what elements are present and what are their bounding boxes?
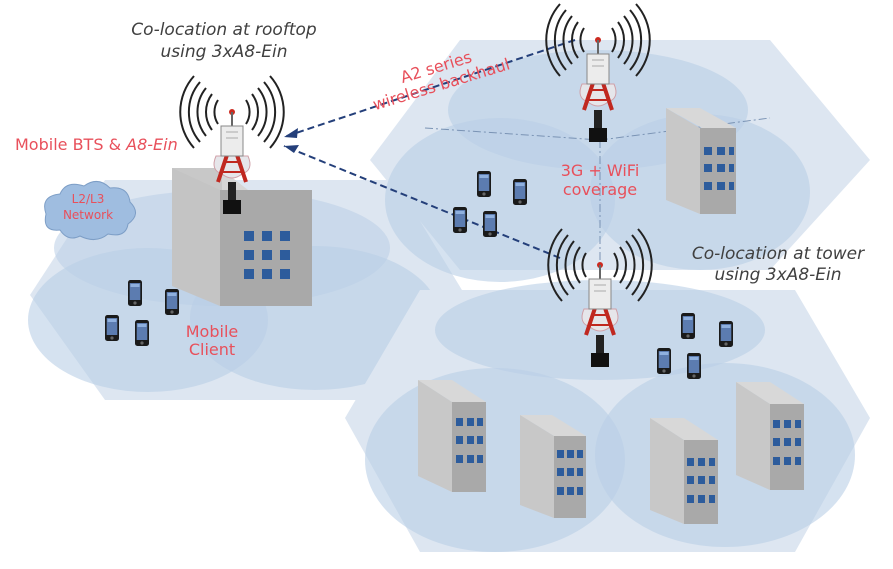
- phone-icon: [453, 207, 467, 233]
- bts-label-prefix: Mobile BTS &: [15, 135, 126, 154]
- bts-label-model: A8-Ein: [125, 135, 178, 154]
- cloud-icon: [44, 181, 136, 240]
- backhaul-link-bottom: [283, 145, 561, 259]
- phone-icon: [477, 171, 491, 197]
- phone-icon: [483, 211, 497, 237]
- phone-icon: [165, 289, 179, 315]
- building-icon: [650, 418, 718, 524]
- phone-icon: [128, 280, 142, 306]
- network-label: L2/L3: [72, 192, 105, 206]
- building-icon: [418, 380, 486, 492]
- backhaul-links: [283, 39, 576, 259]
- phone-icon: [687, 353, 701, 379]
- tower-subtitle: using 3xA8-Ein: [714, 265, 841, 285]
- phone-icon: [719, 321, 733, 347]
- network-label-2: Network: [63, 208, 113, 222]
- phone-icon: [513, 179, 527, 205]
- tower-title: Co-location at tower: [692, 244, 865, 264]
- phone-icon: [105, 315, 119, 341]
- building-icon: [736, 382, 804, 490]
- backhaul-link-top: [283, 39, 576, 138]
- phone-icon: [657, 348, 671, 374]
- coverage-label: 3G + WiFi: [561, 161, 640, 180]
- phone-icon: [681, 313, 695, 339]
- bts-label: Mobile BTS & A8-Ein: [15, 135, 178, 154]
- client-label: Mobile: [186, 322, 238, 341]
- coverage-label-2: coverage: [563, 180, 637, 199]
- rooftop-subtitle: using 3xA8-Ein: [160, 42, 287, 62]
- phone-icon: [135, 320, 149, 346]
- building-icon: [520, 415, 586, 518]
- rooftop-title: Co-location at rooftop: [131, 20, 317, 40]
- client-label-2: Client: [189, 340, 235, 359]
- building-icon: [666, 108, 736, 214]
